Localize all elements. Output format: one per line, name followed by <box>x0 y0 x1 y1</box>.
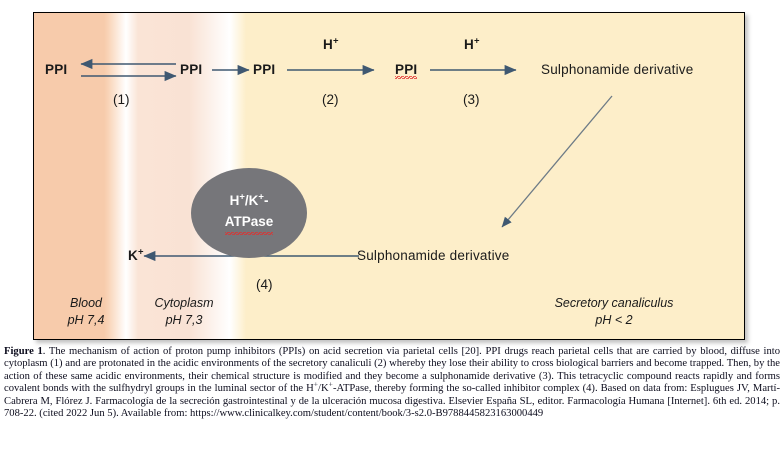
compartment-gradient-bands <box>34 13 744 339</box>
caption-body-part-3: -ATPase, thereby forming the so-called i… <box>4 383 780 420</box>
label-ppi-cytoplasm: PPI <box>253 62 276 77</box>
compartment-ph: pH < 2 <box>595 312 633 327</box>
compartment-ph: pH 7,4 <box>67 312 105 327</box>
compartment-name: Blood <box>70 296 102 310</box>
label-proton-step3: H+ <box>464 35 480 52</box>
arrow-sulphonamide-diagonal <box>501 95 613 228</box>
step-number-4: (4) <box>256 277 273 292</box>
label-sulphonamide-top: Sulphonamide derivative <box>541 62 694 77</box>
step-number-1: (1) <box>113 92 130 107</box>
step-number-3: (3) <box>463 92 480 107</box>
compartment-label-blood: Blood pH 7,4 <box>48 295 124 329</box>
pump-dash: - <box>263 193 269 209</box>
proton-base: H <box>464 37 474 52</box>
proton-charge: + <box>473 35 480 47</box>
caption-body-part-2: /K <box>318 383 329 395</box>
caption-body-part-1: . The mechanism of action of proton pump… <box>4 346 780 395</box>
compartment-label-cytoplasm: Cytoplasm pH 7,3 <box>129 295 239 329</box>
figure-panel: PPI PPI PPI PPI H+ H+ K+ Sulphonamide de… <box>33 12 745 340</box>
caption-figure-label: Figure 1 <box>4 346 43 357</box>
compartment-ph: pH 7,3 <box>165 312 203 327</box>
pump-h-charge: + <box>239 191 245 203</box>
pump-label-line-1: H+/K+- <box>230 191 269 212</box>
pump-k: /K <box>244 193 259 209</box>
label-proton-step2: H+ <box>323 35 339 52</box>
caption-superscript-2: + <box>328 379 333 389</box>
pump-k-charge: + <box>258 191 264 203</box>
compartment-name: Cytoplasm <box>154 296 214 310</box>
label-sulphonamide-bottom: Sulphonamide derivative <box>357 248 510 263</box>
proton-charge: + <box>332 35 339 47</box>
proton-base: H <box>323 37 333 52</box>
label-ppi-canaliculus: PPI <box>395 62 418 79</box>
step-number-2: (2) <box>322 92 339 107</box>
compartment-name: Secretory canaliculus <box>554 296 674 310</box>
label-potassium: K+ <box>128 246 144 263</box>
label-ppi-blood: PPI <box>45 62 68 77</box>
pump-h: H <box>229 193 240 209</box>
pump-label-line-2: ATPase <box>224 212 274 235</box>
caption-superscript-1: + <box>313 379 319 389</box>
h-k-atpase-pump: H+/K+- ATPase <box>191 168 307 258</box>
label-ppi-membrane: PPI <box>180 62 203 77</box>
figure-caption: Figure 1. The mechanism of action of pro… <box>4 346 780 420</box>
potassium-charge: + <box>137 246 144 258</box>
arrow-layer <box>80 58 613 262</box>
potassium-base: K <box>128 248 138 263</box>
compartment-label-secretory-canaliculus: Secretory canaliculus pH < 2 <box>529 295 699 329</box>
